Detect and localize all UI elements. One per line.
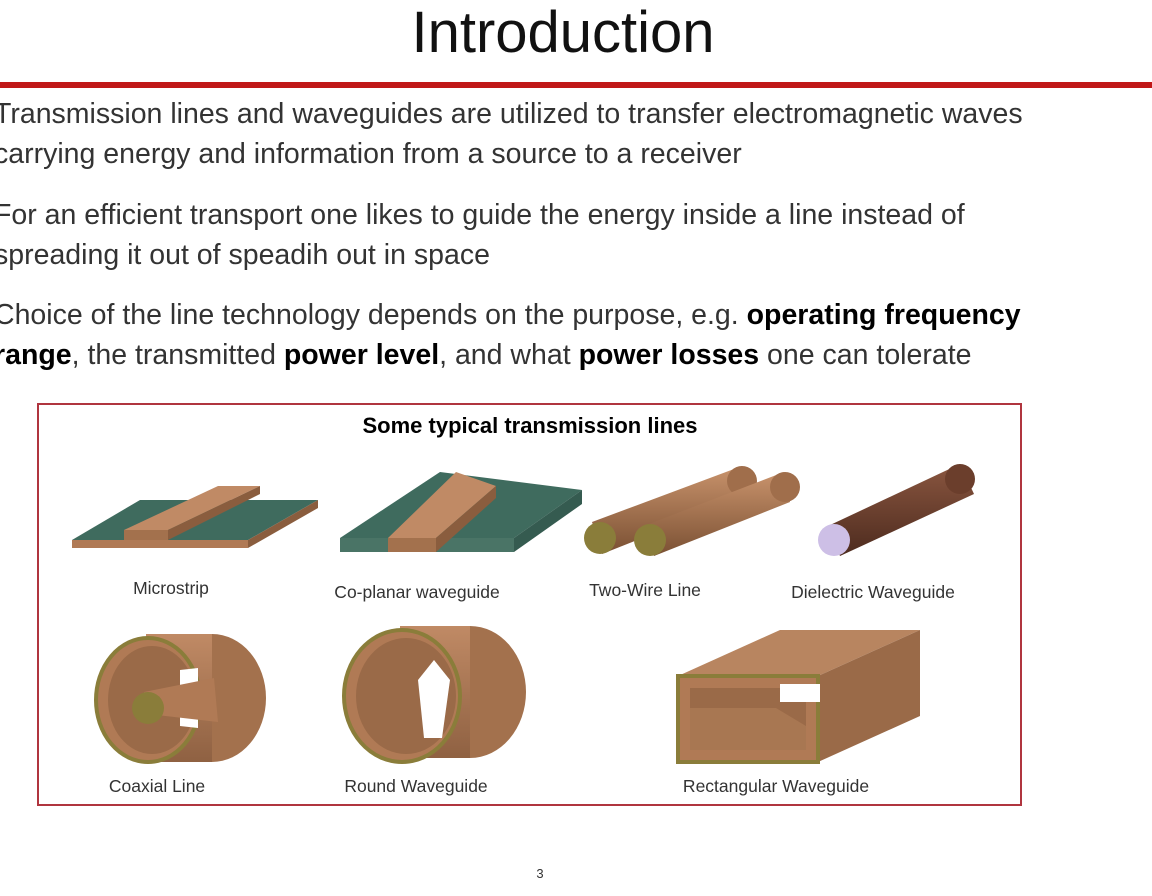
paragraph-3-text: Choice of the line technology depends on… xyxy=(0,299,747,331)
paragraph-3-line-2: range, the transmitted power level, and … xyxy=(0,335,1134,375)
two-wire-line-illustration xyxy=(584,466,800,556)
paragraph-1-line-2: carrying energy and information from a s… xyxy=(0,138,742,170)
paragraph-3-text: , and what xyxy=(439,339,579,371)
paragraph-3-text: one can tolerate xyxy=(759,339,972,371)
paragraph-1: Transmission lines and waveguides are ut… xyxy=(0,94,1134,174)
paragraph-2: For an efficient transport one likes to … xyxy=(0,195,1134,275)
label-two-wire-line: Two-Wire Line xyxy=(589,580,701,600)
emphasis-power-level: power level xyxy=(283,339,440,371)
emphasis-power-losses: power losses xyxy=(578,339,760,371)
round-waveguide-illustration xyxy=(342,626,526,764)
paragraph-3-text: , the transmitted xyxy=(71,339,284,371)
paragraph-3: Choice of the line technology depends on… xyxy=(0,295,1134,375)
paragraph-2-line-1: For an efficient transport one likes to … xyxy=(0,199,965,231)
label-microstrip: Microstrip xyxy=(133,578,209,598)
microstrip-illustration xyxy=(72,486,318,548)
page-number: 3 xyxy=(536,866,544,881)
label-dielectric-waveguide: Dielectric Waveguide xyxy=(791,582,955,602)
title-rule xyxy=(0,82,1152,88)
rectangular-waveguide-illustration xyxy=(676,630,920,764)
figure-title: Some typical transmission lines xyxy=(362,413,698,438)
label-round-waveguide: Round Waveguide xyxy=(344,776,488,796)
figure-frame xyxy=(37,403,1022,806)
coplanar-waveguide-illustration xyxy=(340,472,582,552)
paragraph-2-line-2: spreading it out of speadih out in space xyxy=(0,239,490,271)
emphasis-range: range xyxy=(0,339,72,371)
label-rectangular-waveguide: Rectangular Waveguide xyxy=(682,776,870,796)
label-coplanar-waveguide: Co-planar waveguide xyxy=(334,582,500,602)
label-coaxial-line: Coaxial Line xyxy=(108,776,206,796)
emphasis-operating-frequency: operating frequency xyxy=(746,299,1021,331)
coaxial-line-illustration xyxy=(94,634,266,764)
dielectric-waveguide-illustration xyxy=(818,464,975,556)
paragraph-3-line-1: Choice of the line technology depends on… xyxy=(0,295,1134,335)
slide-title: Introduction xyxy=(411,0,715,65)
paragraph-1-line-1: Transmission lines and waveguides are ut… xyxy=(0,98,1023,130)
